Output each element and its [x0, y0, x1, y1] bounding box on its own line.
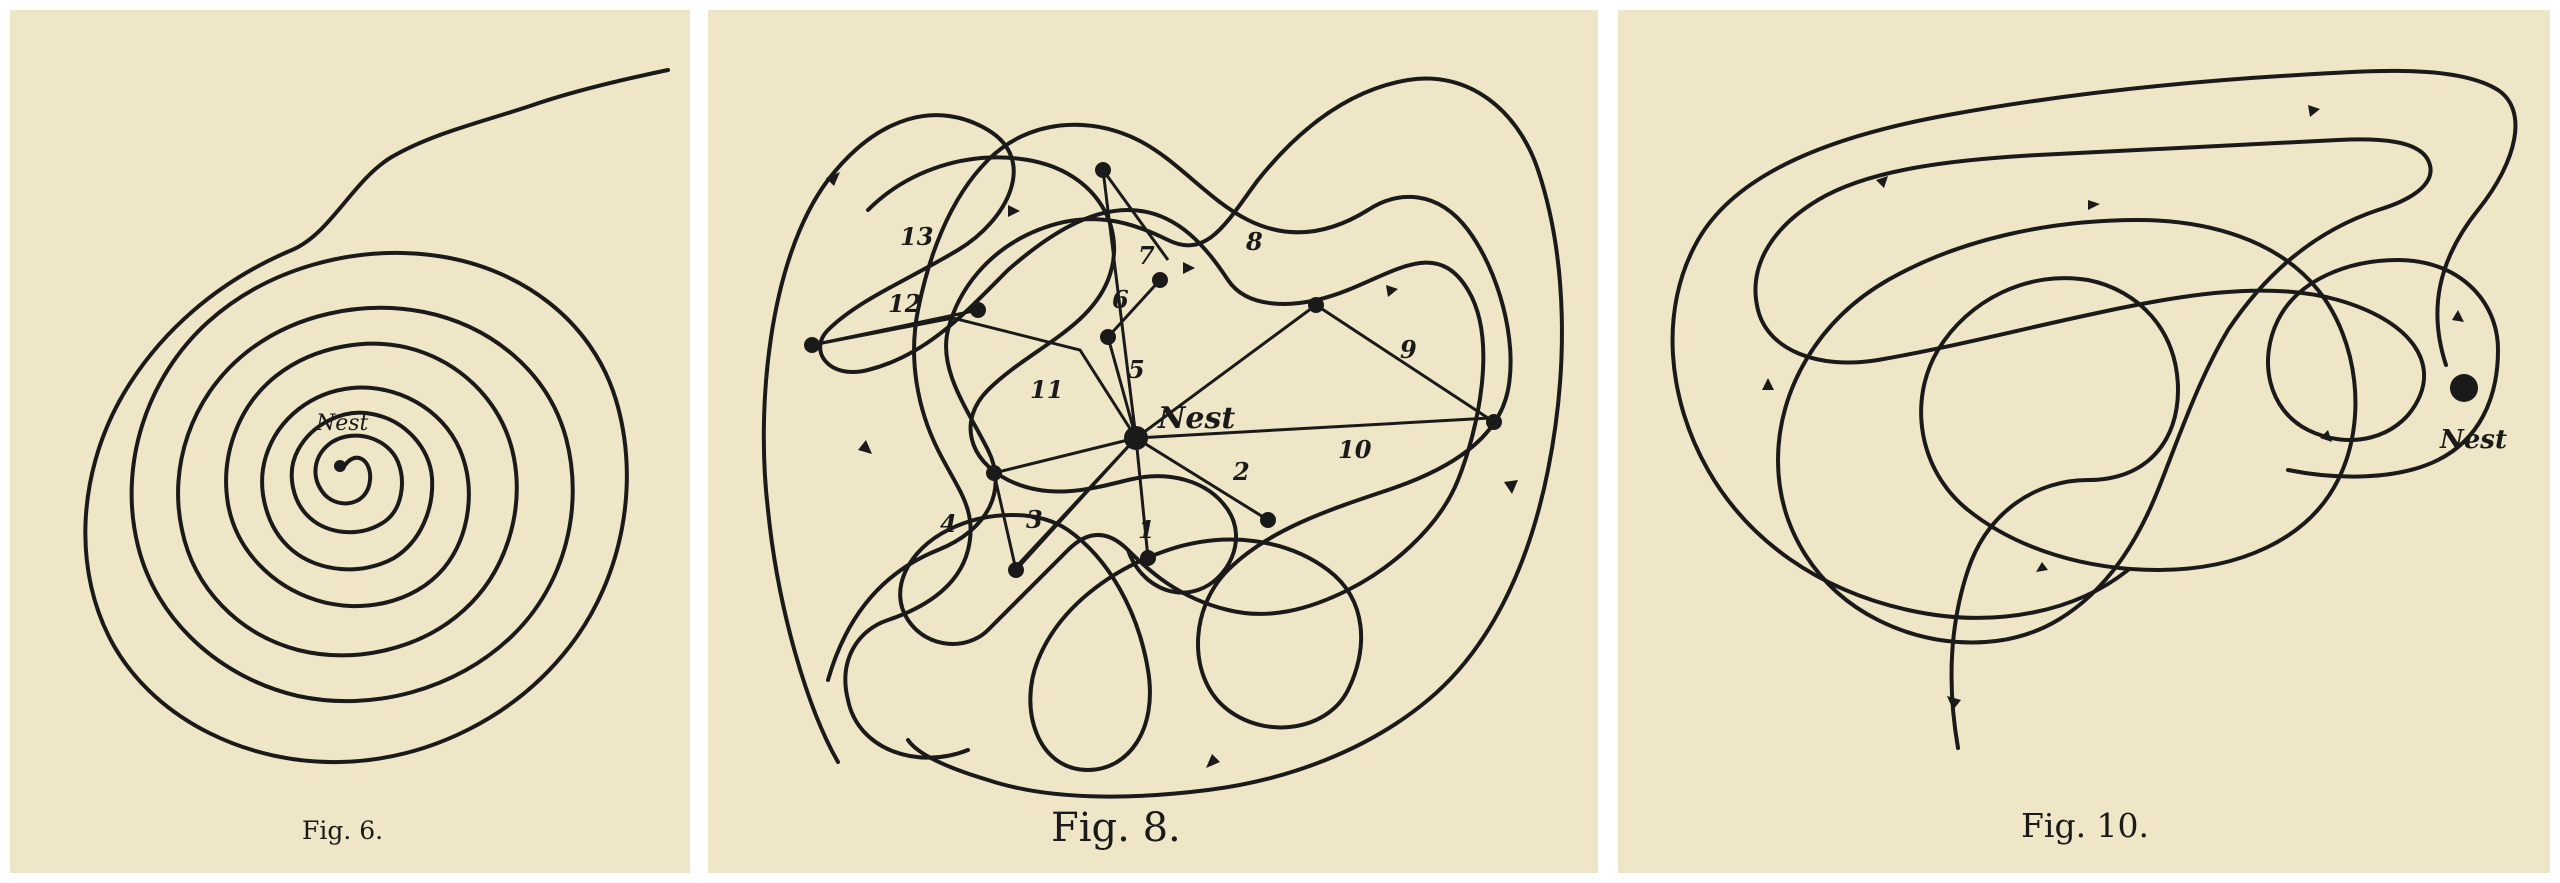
fig8-loop-path — [761, 113, 1513, 772]
figure-6-drawing: Nest — [83, 68, 670, 765]
figure-10-caption: Fig. 10. — [2021, 806, 2150, 845]
fig6-spiral-path — [83, 68, 670, 765]
fig8-outer-path — [826, 76, 1564, 799]
figure-6-panel: Nest Fig. 6. — [10, 10, 690, 873]
fig8-num-5: 5 — [1128, 355, 1145, 384]
fig8-num-8: 8 — [1245, 227, 1263, 256]
fig6-nest-dot — [334, 460, 346, 472]
fig8-inner-path — [866, 155, 1239, 595]
fig8-num-10: 10 — [1338, 435, 1372, 464]
fig8-num-9: 9 — [1400, 335, 1417, 364]
fig8-num-2: 2 — [1232, 457, 1250, 486]
fig10-outer-path — [1670, 68, 2518, 620]
figure-8-caption: Fig. 8. — [1051, 805, 1181, 851]
fig8-num-12: 12 — [888, 289, 921, 318]
figure-8-drawing: Nest 1 2 3 4 5 6 7 8 9 10 11 12 13 — [761, 76, 1564, 799]
fig8-sightlines — [811, 169, 1495, 574]
fig8-nest-dot — [1124, 426, 1148, 450]
fig8-num-4: 4 — [940, 509, 957, 538]
figure-6-caption: Fig. 6. — [302, 816, 384, 845]
figure-10-drawing: Nest — [1670, 68, 2518, 750]
fig8-num-3: 3 — [1026, 505, 1043, 534]
fig8-endpoint-dots — [804, 162, 1502, 578]
fig8-num-6: 6 — [1112, 285, 1129, 314]
fig6-nest-label: Nest — [315, 411, 369, 436]
fig10-search-path — [1753, 137, 2500, 750]
fig10-nest-dot — [2450, 374, 2478, 402]
figure-10-panel: Nest Fig. 10. — [1618, 10, 2550, 873]
fig8-num-11: 11 — [1030, 375, 1063, 404]
fig10-arrowheads — [1762, 105, 2464, 710]
fig8-num-13: 13 — [900, 222, 933, 251]
fig8-nest-label: Nest — [1157, 401, 1235, 436]
fig8-num-1: 1 — [1138, 515, 1155, 544]
fig8-arrowheads — [826, 172, 1518, 768]
fig8-num-7: 7 — [1138, 241, 1155, 270]
fig10-nest-label: Nest — [2439, 425, 2507, 455]
figure-8-panel: Nest 1 2 3 4 5 6 7 8 9 10 11 12 13 Fig. … — [708, 10, 1598, 873]
